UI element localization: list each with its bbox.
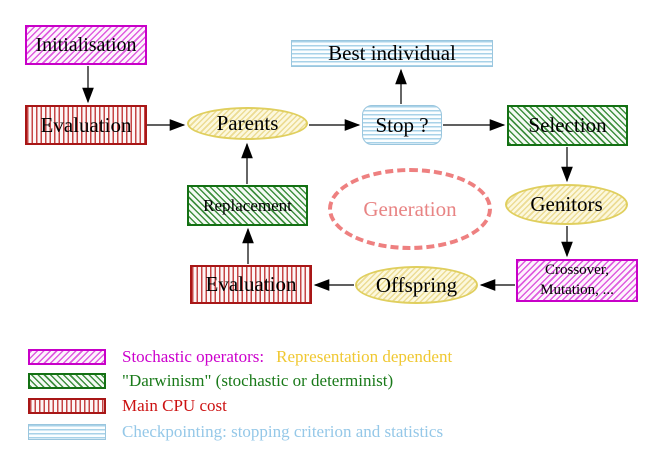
legend-swatch-cyan-stripes	[28, 424, 106, 440]
node-parents-label: Parents	[216, 111, 279, 135]
generation-loop-ellipse: Generation	[328, 168, 492, 250]
node-replacement-label: Replacement	[203, 195, 292, 215]
node-parents: Parents	[187, 107, 308, 140]
node-replacement: Replacement	[187, 185, 308, 226]
legend-item-main-cpu-cost: Main CPU cost	[28, 396, 227, 416]
legend-item-darwinism: "Darwinism" (stochastic or determinist)	[28, 371, 393, 391]
node-selection-label: Selection	[528, 113, 607, 137]
node-initialisation-label: Initialisation	[35, 33, 137, 56]
node-stop: Stop ?	[362, 105, 442, 145]
node-genitors-label: Genitors	[530, 192, 603, 216]
node-initialisation: Initialisation	[25, 25, 147, 65]
legend-text-representation-dependent: Representation dependent	[276, 347, 453, 366]
node-evaluation-bottom: Evaluation	[190, 265, 312, 304]
node-stop-label: Stop ?	[375, 112, 429, 137]
legend-text-main-cpu-cost: Main CPU cost	[122, 396, 227, 415]
node-offspring-label: Offspring	[375, 272, 458, 297]
node-crossover-label: Crossover,	[545, 262, 609, 278]
node-mutation-label: Mutation, ...	[540, 281, 614, 298]
legend-swatch-magenta-hatch	[28, 349, 106, 365]
node-genitors: Genitors	[505, 184, 628, 225]
node-offspring: Offspring	[355, 266, 478, 304]
legend-item-checkpointing: Checkpointing: stopping criterion and st…	[28, 422, 443, 442]
node-evaluation-top-label: Evaluation	[40, 112, 132, 137]
legend-text-checkpointing: Checkpointing: stopping criterion and st…	[122, 422, 444, 441]
legend-swatch-green-hatch	[28, 373, 106, 389]
generation-label: Generation	[363, 196, 457, 221]
node-best-individual: Best individual	[291, 40, 493, 67]
legend-item-stochastic-operators: Stochastic operators: Representation dep…	[28, 347, 452, 367]
legend-text-stochastic-operators: Stochastic operators:	[122, 347, 265, 366]
node-best-individual-label: Best individual	[328, 41, 456, 65]
node-evaluation-top: Evaluation	[25, 105, 147, 145]
node-crossover-mutation: Crossover, Mutation, ...	[516, 259, 638, 302]
node-evaluation-bottom-label: Evaluation	[205, 272, 297, 296]
node-selection: Selection	[507, 105, 628, 146]
legend-text-darwinism: "Darwinism" (stochastic or determinist)	[122, 371, 394, 390]
legend-swatch-red-stripes	[28, 398, 106, 414]
